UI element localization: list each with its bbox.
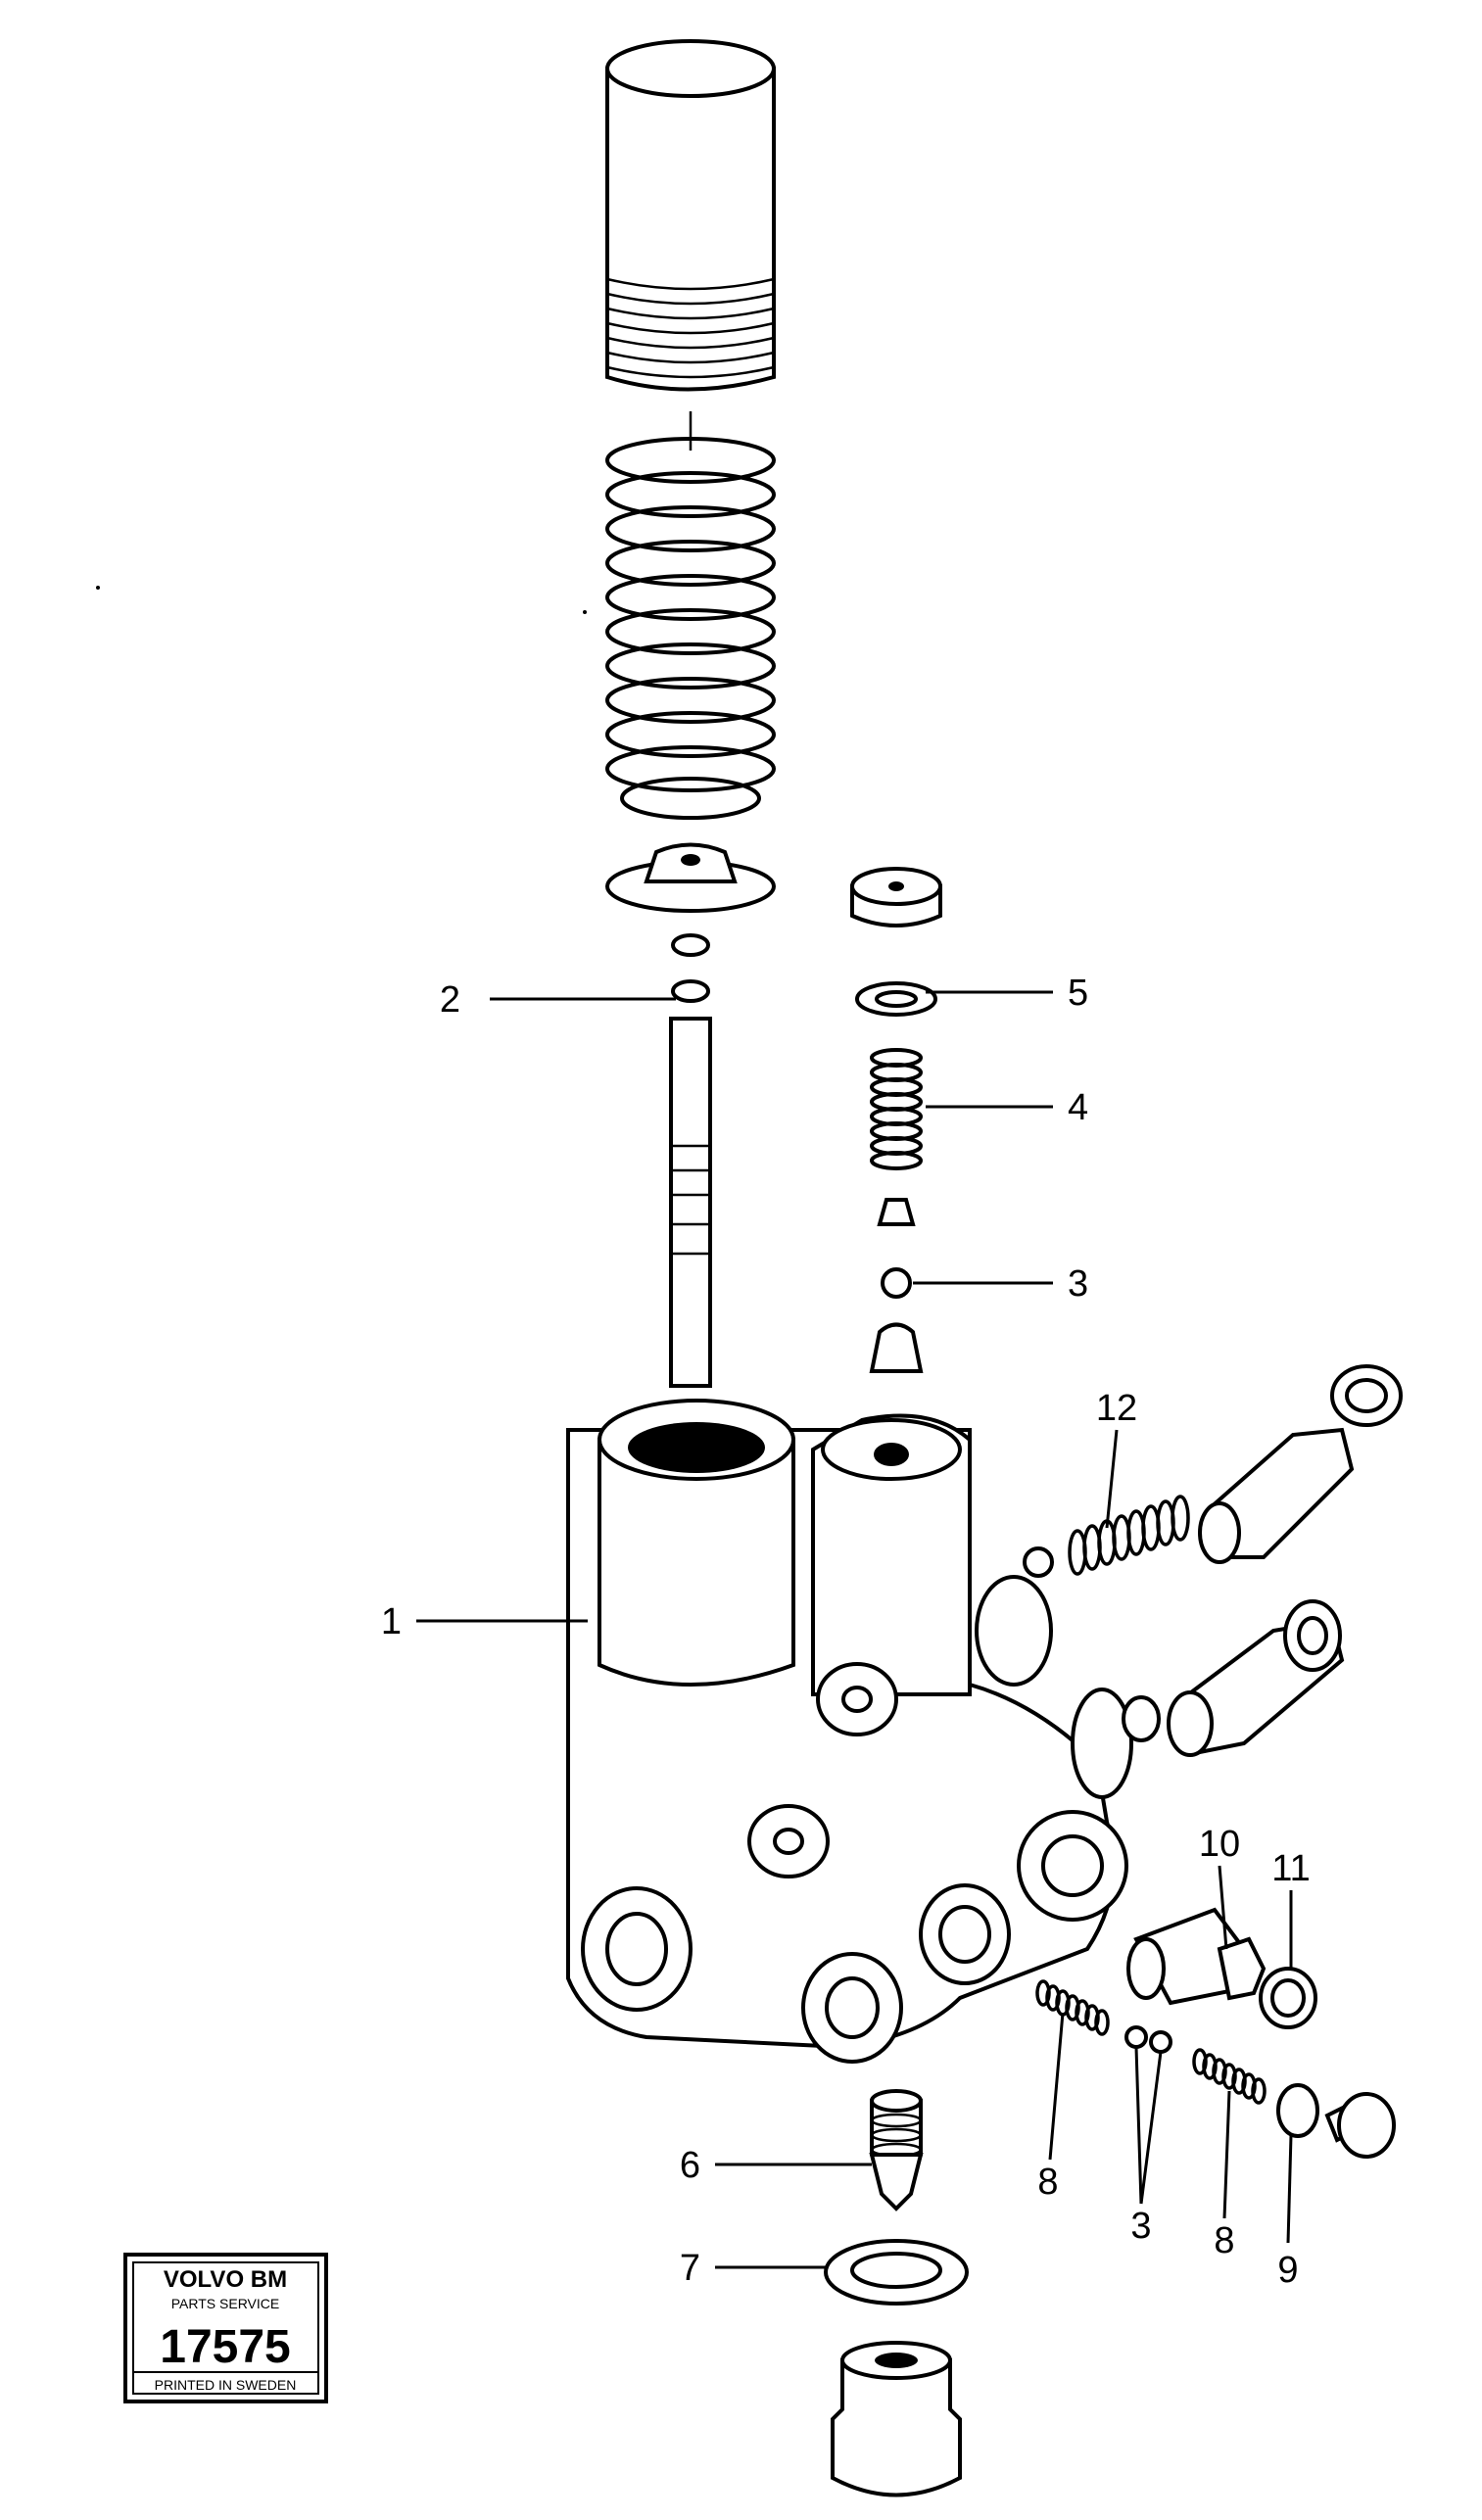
ball-3-upper — [881, 1267, 912, 1299]
callout-6: 6 — [680, 2145, 700, 2186]
seal-ring-7 — [824, 2239, 969, 2306]
stamp-number: 17575 — [160, 2321, 290, 2373]
callout-3-upper: 3 — [1068, 1263, 1088, 1305]
valve-body-1 — [566, 1399, 1133, 2064]
callout-8-right: 8 — [1214, 2220, 1234, 2261]
callout-7: 7 — [680, 2248, 700, 2289]
seal-ring-11-hole — [1270, 1978, 1306, 2018]
stamp-footer: PRINTED IN SWEDEN — [155, 2377, 297, 2393]
callout-12: 12 — [1096, 1388, 1137, 1429]
speck-2 — [583, 610, 587, 614]
stamp-subtitle: PARTS SERVICE — [171, 2296, 279, 2311]
washer-pair-2 — [671, 933, 710, 1003]
washer-5-hole — [875, 990, 918, 1008]
bottom-nut — [831, 2341, 962, 2497]
spring-seat — [605, 842, 776, 913]
speck-1 — [96, 586, 100, 590]
main-spring — [605, 437, 776, 820]
callout-1: 1 — [381, 1601, 402, 1642]
valve-seat — [869, 1322, 924, 1373]
callout-labels: 1 2 5 4 3 12 10 11 6 7 8 3 8 9 — [381, 973, 1311, 2291]
end-plug — [1324, 2092, 1396, 2159]
ball-3-lower-a — [1124, 2025, 1148, 2049]
callout-9: 9 — [1277, 2250, 1298, 2291]
small-spring-4 — [870, 1048, 923, 1170]
bottom-valve-6 — [869, 2089, 924, 2211]
leader-lines — [416, 990, 1293, 2269]
callout-5: 5 — [1068, 973, 1088, 1014]
plunger-rod — [669, 1017, 712, 1388]
callout-4: 4 — [1068, 1087, 1088, 1128]
top-cap — [605, 39, 776, 392]
relief-assembly-12 — [1023, 1364, 1403, 1578]
callout-8-left: 8 — [1037, 2162, 1058, 2203]
callout-2: 2 — [440, 979, 460, 1021]
small-cap — [850, 867, 942, 927]
callout-3-lower: 3 — [1130, 2206, 1151, 2247]
volvo-bm-stamp: VOLVO BM PARTS SERVICE 17575 PRINTED IN … — [123, 2253, 328, 2403]
spring-guide — [877, 1198, 916, 1226]
plug-10 — [1126, 1907, 1267, 2006]
small-spring-8b — [1192, 2048, 1267, 2105]
callout-11: 11 — [1271, 1848, 1310, 1889]
relief-assembly-mid — [1122, 1599, 1345, 1757]
washer-9 — [1276, 2083, 1319, 2138]
ball-3-lower-b — [1149, 2030, 1172, 2054]
small-spring-8a — [1035, 1979, 1110, 2036]
callout-10: 10 — [1199, 1824, 1240, 1865]
stamp-brand: VOLVO BM — [164, 2266, 287, 2293]
